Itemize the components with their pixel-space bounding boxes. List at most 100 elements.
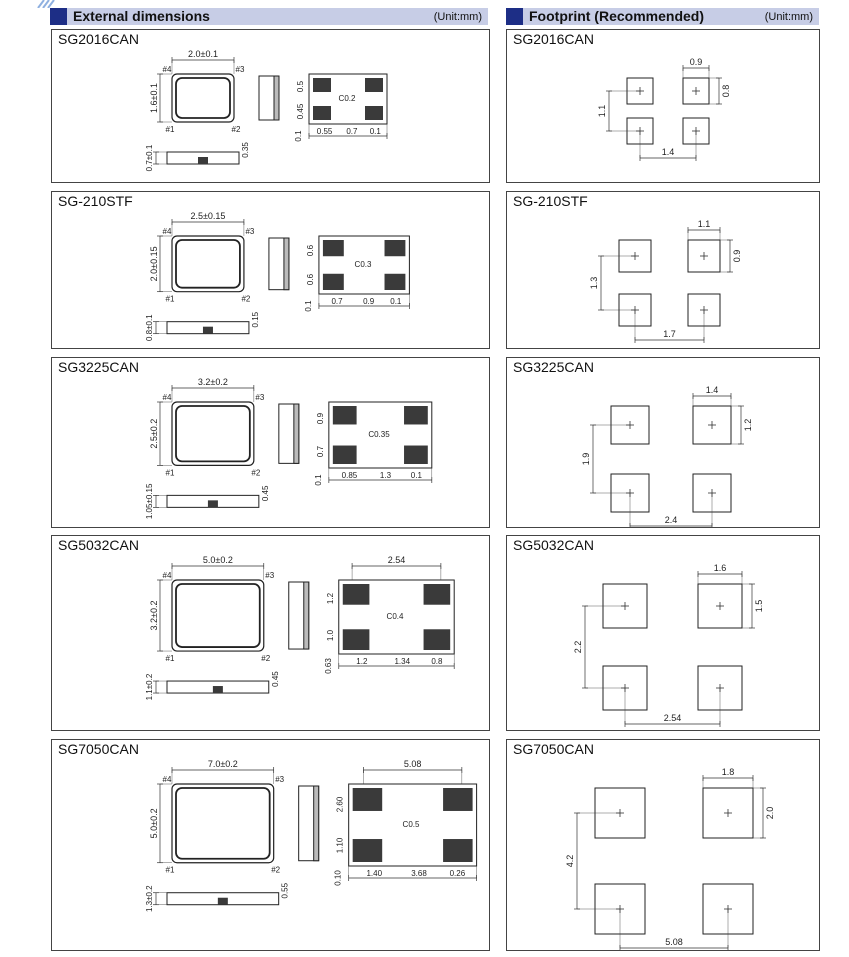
- dimension-label: 0.8: [721, 85, 731, 98]
- dimension-label: 0.15: [251, 311, 260, 327]
- bottom-pad: [365, 78, 383, 92]
- dimension-label: 2.0±0.15: [149, 246, 159, 281]
- dimension-label: 2.4: [665, 515, 678, 525]
- dimension-label: 0.85: [342, 471, 358, 480]
- package-side-edge: [293, 403, 300, 464]
- dimension-label: 5.08: [404, 759, 422, 769]
- package-name: SG7050CAN: [58, 741, 139, 757]
- bottom-pad: [404, 406, 428, 425]
- bottom-pad: [384, 273, 406, 290]
- logo-mark: [37, 0, 55, 8]
- dimension-label: 0.55: [281, 882, 290, 898]
- dimension-label: 1.2: [743, 419, 753, 432]
- pin-label: #4: [163, 775, 172, 784]
- dimension-label: 0.8: [431, 657, 443, 666]
- dimension-label: 3.68: [411, 869, 427, 878]
- bottom-pad: [423, 584, 451, 605]
- bottom-pad: [322, 240, 344, 257]
- package-lid: [175, 583, 261, 648]
- bottom-pad: [365, 106, 383, 120]
- pin-label: #3: [255, 393, 264, 402]
- bottom-pad: [342, 584, 370, 605]
- bottom-pad: [443, 788, 473, 811]
- pin-label: #1: [166, 295, 175, 304]
- dimension-label: 0.7: [316, 445, 325, 457]
- package-side-edge: [303, 581, 310, 650]
- chamfer-label: C0.4: [387, 612, 404, 621]
- dimension-label: 0.7: [346, 127, 358, 136]
- dimension-label: 1.5: [754, 600, 764, 613]
- dimension-label: 1.2: [356, 657, 368, 666]
- dimension-label: 1.9: [581, 453, 591, 466]
- front-pad: [198, 157, 208, 164]
- bottom-pad: [313, 78, 331, 92]
- package-name: SG-210STF: [513, 193, 588, 209]
- front-pad: [202, 326, 213, 334]
- package-lid: [175, 77, 231, 119]
- bottom-pad: [384, 240, 406, 257]
- header-title: External dimensions: [73, 8, 210, 24]
- pin-label: #3: [275, 775, 284, 784]
- dimension-label: 0.1: [390, 297, 402, 306]
- dimension-label: 0.45: [271, 671, 280, 687]
- package-name: SG3225CAN: [58, 359, 139, 375]
- package-side-edge: [313, 785, 320, 862]
- front-pad: [217, 897, 228, 905]
- package-top-view: [171, 401, 255, 466]
- package-name: SG7050CAN: [513, 741, 594, 757]
- package-top-view: [171, 579, 265, 652]
- dimension-label: 0.45: [261, 485, 270, 501]
- dimension-label: 0.1: [304, 300, 313, 312]
- dimension-label: 1.2: [326, 592, 335, 604]
- pin-label: #3: [236, 65, 245, 74]
- front-pad: [212, 686, 223, 694]
- dimension-label: 2.5±0.2: [149, 419, 159, 449]
- pin-label: #4: [163, 227, 172, 236]
- dimension-label: 4.2: [565, 855, 575, 868]
- pin-label: #2: [261, 654, 270, 663]
- bottom-pad: [352, 839, 383, 862]
- bottom-pad: [313, 106, 331, 120]
- dimension-label: 1.1: [597, 105, 607, 118]
- dimension-label: 3.2±0.2: [149, 601, 159, 631]
- pin-label: #1: [166, 125, 175, 134]
- dimension-label: 0.7±0.1: [145, 144, 154, 171]
- dimension-label: 2.5±0.15: [190, 211, 225, 221]
- bottom-pad: [332, 445, 357, 464]
- dimension-label: 1.3: [589, 277, 599, 290]
- dimension-label: 1.0: [326, 629, 335, 641]
- chamfer-label: C0.35: [368, 430, 390, 439]
- dimension-label: 1.40: [366, 869, 382, 878]
- dimension-label: 1.3: [380, 471, 392, 480]
- dimension-label: 1.6±0.1: [149, 83, 159, 113]
- dimension-label: 2.60: [336, 796, 345, 812]
- footprint-drawing: 0.90.81.11.4: [597, 57, 731, 161]
- pin-label: #4: [163, 571, 172, 580]
- dimension-label: 0.6: [306, 244, 315, 256]
- bottom-pad: [404, 445, 428, 464]
- dimension-label: 1.10: [336, 837, 345, 853]
- package-name: SG2016CAN: [58, 31, 139, 47]
- dimension-label: 1.3±0.2: [145, 885, 154, 912]
- pin-label: #1: [166, 468, 175, 477]
- pin-label: #1: [166, 866, 175, 875]
- dimension-label: 0.1: [411, 471, 423, 480]
- dimension-label: 0.45: [296, 103, 305, 119]
- dimension-label: 1.1±0.2: [145, 673, 154, 700]
- footprint-drawing: 1.61.52.22.54: [573, 563, 764, 727]
- bottom-pad: [332, 406, 357, 425]
- dimension-label: 0.9: [363, 297, 375, 306]
- dimension-label: 0.55: [317, 127, 333, 136]
- dimension-label: 1.6: [714, 563, 727, 573]
- footprint-drawing: 1.10.91.31.7: [589, 219, 742, 343]
- dimension-label: 0.26: [450, 869, 466, 878]
- bottom-pad: [322, 273, 344, 290]
